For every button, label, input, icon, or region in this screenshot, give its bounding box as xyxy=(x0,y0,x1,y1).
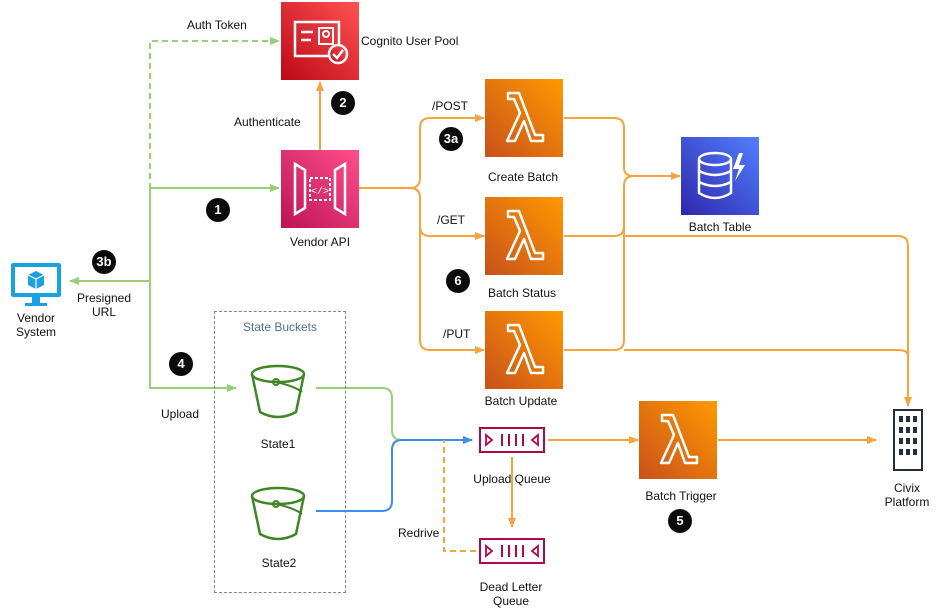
lambda-batch-trigger-icon xyxy=(639,401,717,479)
edge-put xyxy=(359,187,485,354)
edge-state2-to-queue xyxy=(316,436,473,512)
batch-table-label: Batch Table xyxy=(688,220,752,234)
civix-platform-label: Civix Platform xyxy=(884,481,930,509)
edge-status-to-civix xyxy=(624,235,912,407)
state-buckets-title: State Buckets xyxy=(242,320,318,334)
edge-create-to-table xyxy=(564,117,681,180)
edge-get xyxy=(359,187,485,240)
edge-vendor-to-api xyxy=(122,184,280,282)
state1-label: State1 xyxy=(260,437,296,451)
edge-post xyxy=(359,114,485,189)
presigned-url-label: Presigned URL xyxy=(76,291,132,319)
edge-auth-token xyxy=(122,37,280,282)
step-2-badge: 2 xyxy=(331,91,355,115)
upload-queue-label: Upload Queue xyxy=(473,472,551,486)
step-4-badge: 4 xyxy=(169,352,193,376)
edges xyxy=(69,37,912,552)
lambda-batch-update-icon xyxy=(485,311,563,389)
edge-update-to-table xyxy=(564,186,625,351)
s3-bucket-state1-icon xyxy=(250,364,306,419)
step-5-badge: 5 xyxy=(668,509,692,533)
cognito-icon xyxy=(281,2,359,80)
batch-trigger-label: Batch Trigger xyxy=(645,489,717,503)
vendor-api-label: Vendor API xyxy=(289,235,351,249)
edge-update-to-civix xyxy=(624,349,909,357)
dead-letter-queue-label: Dead Letter Queue xyxy=(479,580,543,608)
vendor-system-label: Vendor System xyxy=(15,311,57,339)
put-label: /PUT xyxy=(443,327,471,341)
batch-update-label: Batch Update xyxy=(484,394,558,408)
svg-text:</>: </> xyxy=(311,186,329,198)
step-6-badge: 6 xyxy=(446,269,470,293)
step-3a-badge: 3a xyxy=(439,127,463,151)
authenticate-label: Authenticate xyxy=(234,115,301,129)
edge-redrive xyxy=(443,440,476,552)
edge-upload-state1 xyxy=(149,281,237,392)
create-batch-label: Create Batch xyxy=(487,170,559,184)
sqs-dead-letter-queue-icon xyxy=(479,538,545,564)
dynamodb-icon xyxy=(681,137,759,215)
edge-state1-to-queue xyxy=(316,387,473,444)
step-1-badge: 1 xyxy=(206,198,230,222)
state2-label: State2 xyxy=(261,556,297,570)
cognito-label: Cognito User Pool xyxy=(361,34,459,48)
api-gateway-icon: </> xyxy=(281,150,359,228)
batch-status-label: Batch Status xyxy=(487,286,557,300)
lambda-create-batch-icon xyxy=(485,79,563,157)
get-label: /GET xyxy=(437,213,466,227)
sqs-upload-queue-icon xyxy=(479,427,545,453)
step-3b-badge: 3b xyxy=(92,250,116,274)
civix-platform-building-icon xyxy=(893,409,923,471)
lambda-batch-status-icon xyxy=(485,197,563,275)
s3-bucket-state2-icon xyxy=(250,486,306,541)
post-label: /POST xyxy=(432,99,469,113)
upload-label: Upload xyxy=(161,407,200,421)
state-buckets-group xyxy=(214,311,346,593)
auth-token-label: Auth Token xyxy=(187,18,247,32)
vendor-system-icon xyxy=(11,263,61,306)
redrive-label: Redrive xyxy=(398,526,440,540)
